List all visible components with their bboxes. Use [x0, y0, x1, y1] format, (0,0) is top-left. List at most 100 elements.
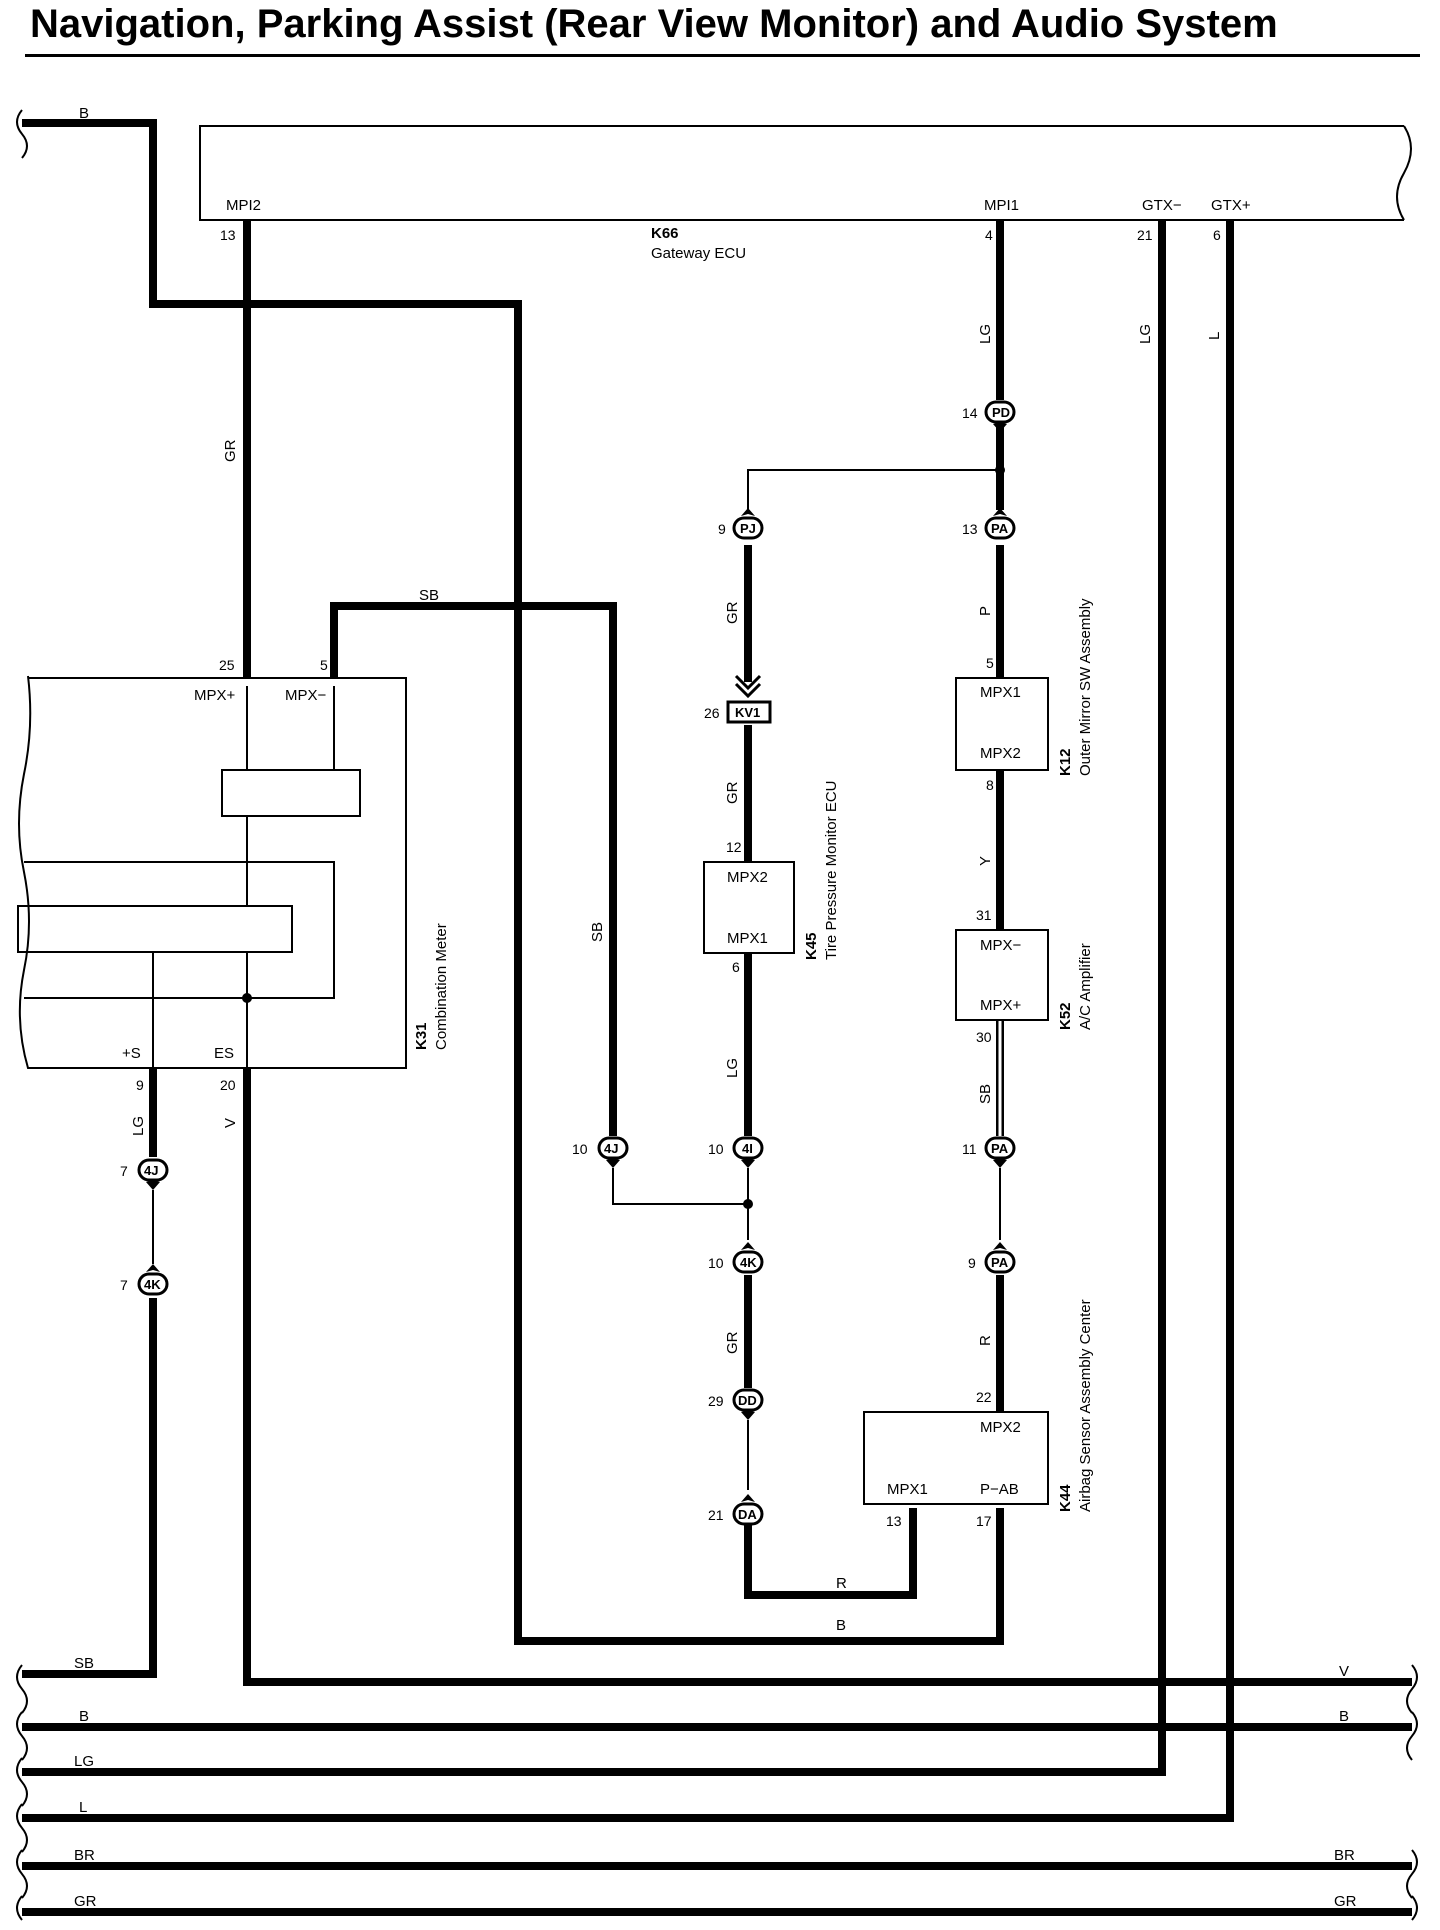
k52-pin-number-mpx-plus: 30 — [976, 1029, 992, 1045]
k31-pin-label-es: ES — [214, 1045, 234, 1062]
thin-wires — [152, 469, 1001, 1490]
connector-4k-mid: 4K 10 — [708, 1242, 764, 1274]
connector-4i-pin: 10 — [708, 1141, 724, 1157]
k52-pin-label-mpx-minus: MPX− — [980, 937, 1022, 954]
connector-pa-top-pin: 13 — [962, 521, 978, 537]
k45-pin-label-mpx2: MPX2 — [727, 869, 768, 886]
svg-text:4K: 4K — [740, 1255, 757, 1270]
wire-label-b-bottom: B — [836, 1617, 846, 1634]
connector-4i: 4I 10 — [708, 1136, 764, 1168]
svg-text:DD: DD — [738, 1393, 757, 1408]
k31-pin-number-mpx-minus: 5 — [320, 657, 328, 673]
junction-dot-pd — [995, 465, 1005, 475]
wire-label-gr-4k: GR — [724, 1331, 741, 1354]
bus-label-b-left: B — [79, 1708, 89, 1725]
wire-label-y-k12: Y — [977, 856, 994, 866]
k12-pin-number-mpx2: 8 — [986, 777, 994, 793]
svg-text:PA: PA — [991, 1255, 1009, 1270]
right-break-marks — [1406, 1664, 1418, 1921]
k45-pin-number-mpx1: 6 — [732, 959, 740, 975]
wire-label-p-pa: P — [977, 606, 994, 616]
k66-pin-label-mpi1: MPI1 — [984, 197, 1019, 214]
connector-4j-left: 4J 7 — [120, 1158, 169, 1190]
connector-kv1: KV1 26 — [704, 674, 772, 724]
wire-label-v-left: V — [222, 1118, 239, 1128]
connector-pj: PJ 9 — [718, 508, 764, 540]
wire-label-l-gtx: L — [1206, 332, 1223, 340]
wire-label-sb-k52: SB — [977, 1084, 994, 1104]
k31-code: K31 — [413, 1022, 430, 1050]
svg-text:PA: PA — [991, 1141, 1009, 1156]
bottom-bus-labels: SB V B B LG L BR BR GR GR — [74, 1655, 1357, 1910]
k44-pin-number-mpx1: 13 — [886, 1513, 902, 1529]
connector-pa-low-pin: 9 — [968, 1255, 976, 1271]
bus-label-br-left: BR — [74, 1847, 95, 1864]
k66-name: Gateway ECU — [651, 245, 746, 262]
svg-text:4J: 4J — [144, 1163, 158, 1178]
gateway-ecu-break — [1396, 125, 1412, 221]
svg-text:PJ: PJ — [740, 521, 756, 536]
connector-4j-top: 4J 10 — [572, 1136, 629, 1168]
k44-name: Airbag Sensor Assembly Center — [1077, 1299, 1094, 1512]
connector-dd-pin: 29 — [708, 1393, 724, 1409]
connector-da-pin: 21 — [708, 1507, 724, 1523]
connector-da: DA 21 — [708, 1494, 764, 1526]
svg-text:4K: 4K — [144, 1277, 161, 1292]
svg-text:PD: PD — [992, 405, 1010, 420]
connector-4j-top-pin: 10 — [572, 1141, 588, 1157]
k12-code: K12 — [1057, 748, 1074, 776]
wire-label-r-k44: R — [977, 1335, 994, 1346]
k45-name: Tire Pressure Monitor ECU — [823, 781, 840, 961]
wire-color-labels: B GR LG LG L SB SB GR GR LG GR R B P Y S… — [79, 105, 1223, 1634]
wire-label-lg-gtx: LG — [1137, 324, 1154, 344]
k52-name: A/C Amplifier — [1077, 943, 1094, 1030]
connector-pd: PD 14 — [962, 400, 1016, 432]
wire-label-lg-left: LG — [130, 1116, 147, 1136]
k66-code: K66 — [651, 225, 679, 242]
bus-label-gr-left: GR — [74, 1893, 97, 1910]
k31-pin-label-mpx-plus: MPX+ — [194, 687, 236, 704]
connector-4k-mid-pin: 10 — [708, 1255, 724, 1271]
wire-label-gr-pj: GR — [724, 601, 741, 624]
wire-label-sb-top: SB — [419, 587, 439, 604]
connector-4k-left-pin: 7 — [120, 1277, 128, 1293]
connector-pa-low: PA 9 — [968, 1242, 1016, 1274]
wire-label-b-top: B — [79, 105, 89, 122]
k66-pin-number-gtx-minus: 21 — [1137, 227, 1153, 243]
connector-pa-mid-pin: 11 — [962, 1141, 977, 1157]
svg-text:4J: 4J — [604, 1141, 618, 1156]
svg-text:4I: 4I — [742, 1141, 753, 1156]
bus-label-br-right: BR — [1334, 1847, 1355, 1864]
gateway-ecu-box — [199, 125, 1404, 221]
k52-pin-label-mpx-plus: MPX+ — [980, 997, 1022, 1014]
k66-pin-number-mpi1: 4 — [985, 227, 993, 243]
k44-airbag-sensor-assembly-center: MPX2 MPX1 P−AB 22 13 17 K44 Airbag Senso… — [863, 1299, 1094, 1529]
k12-pin-label-mpx2: MPX2 — [980, 745, 1021, 762]
k52-ac-amplifier: MPX− MPX+ 31 30 K52 A/C Amplifier — [955, 907, 1094, 1045]
k52-pin-number-mpx-minus: 31 — [976, 907, 992, 923]
k44-pin-number-p-ab: 17 — [976, 1513, 992, 1529]
connector-pj-pin: 9 — [718, 521, 726, 537]
wire-label-gr-mpi2: GR — [222, 439, 239, 462]
bus-label-lg: LG — [74, 1753, 94, 1770]
title-rule — [25, 54, 1420, 57]
k45-tire-pressure-monitor-ecu: MPX2 MPX1 12 6 K45 Tire Pressure Monitor… — [703, 781, 840, 975]
k66-pin-label-mpi2: MPI2 — [226, 197, 261, 214]
k12-outer-mirror-sw-assembly: MPX1 MPX2 5 8 K12 Outer Mirror SW Assemb… — [955, 598, 1094, 793]
k45-code: K45 — [803, 932, 820, 960]
wire-label-sb-vertical: SB — [589, 922, 606, 942]
k31-pin-number-s-plus: 9 — [136, 1077, 144, 1093]
k45-pin-label-mpx1: MPX1 — [727, 930, 768, 947]
k44-code: K44 — [1057, 1484, 1074, 1512]
k44-pin-label-p-ab: P−AB — [980, 1481, 1019, 1498]
bus-label-gr-right: GR — [1334, 1893, 1357, 1910]
k31-pin-number-es: 20 — [220, 1077, 236, 1093]
connector-4k-left: 4K 7 — [120, 1264, 169, 1296]
svg-text:PA: PA — [991, 521, 1009, 536]
page-title: Navigation, Parking Assist (Rear View Mo… — [30, 2, 1278, 46]
k44-pin-label-mpx1: MPX1 — [887, 1481, 928, 1498]
junction-dot-4i — [743, 1199, 753, 1209]
thick-wires — [22, 119, 1412, 1916]
k12-pin-number-mpx1: 5 — [986, 655, 994, 671]
